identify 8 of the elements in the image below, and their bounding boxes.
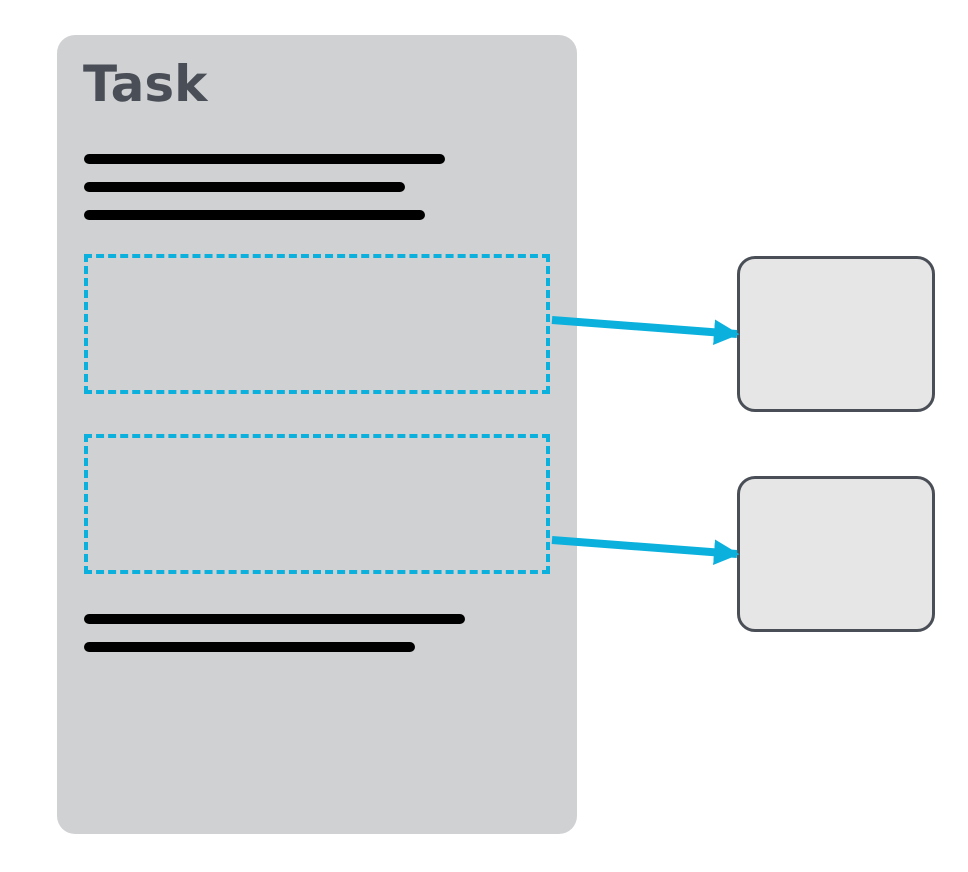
- arrow: [552, 316, 740, 346]
- task-card: [57, 35, 577, 834]
- card-title: Task: [83, 57, 208, 112]
- rounded-box: [737, 476, 935, 632]
- rounded-box: [737, 256, 935, 412]
- arrow: [552, 536, 740, 566]
- dashed-box: [84, 434, 550, 574]
- dashed-box: [84, 254, 550, 394]
